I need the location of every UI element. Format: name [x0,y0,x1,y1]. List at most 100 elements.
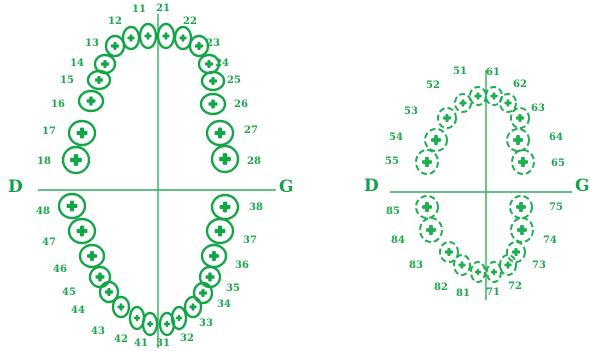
primary-teeth-chart: D G 515253545561626364658182838485717273… [364,66,590,300]
tooth-number-74: 74 [543,235,557,246]
tooth-number-44: 44 [71,305,85,316]
tooth-fissure [477,269,479,275]
permanent-teeth-chart: D G 111213141516171821222324252627284142… [8,3,294,349]
tooth-fissure [519,202,523,212]
tooth-number-14: 14 [70,58,84,69]
permanent-tooth-numbers: 1112131415161718212223242526272841424344… [36,3,263,349]
tooth-12 [123,27,139,49]
tooth-fissure [113,42,116,50]
tooth-number-15: 15 [60,75,74,86]
tooth-number-48: 48 [36,206,50,217]
tooth-number-34: 34 [217,299,231,310]
tooth-37 [207,219,233,243]
tooth-fissure [207,60,210,68]
tooth-number-47: 47 [42,237,56,248]
tooth-fissure [70,201,74,212]
tooth-44 [100,282,118,302]
tooth-fissure [80,226,84,237]
tooth-number-61: 61 [486,67,500,78]
tooth-fissure [136,315,138,321]
tooth-fissure [166,321,168,327]
tooth-28 [212,146,238,172]
tooth-36 [202,245,226,267]
tooth-number-18: 18 [37,156,51,167]
tooth-fissure [197,42,200,50]
tooth-25 [202,72,224,90]
tooth-number-71: 71 [486,287,500,298]
permanent-left-label: D [8,177,23,197]
tooth-number-73: 73 [532,260,546,271]
tooth-fissure [178,315,180,321]
tooth-fissure [218,226,222,237]
tooth-fissure [147,32,150,39]
tooth-fissure [208,273,212,282]
tooth-35 [200,267,220,287]
tooth-fissure [461,261,464,268]
tooth-number-45: 45 [62,287,76,298]
tooth-45 [90,267,110,287]
tooth-fissure [80,128,84,139]
tooth-number-46: 46 [53,264,67,275]
tooth-fissure [90,251,94,261]
tooth-number-72: 72 [508,281,522,292]
tooth-number-28: 28 [247,156,261,167]
tooth-83 [440,242,458,262]
tooth-fissure [211,77,214,85]
tooth-number-38: 38 [249,202,263,213]
tooth-fissure [107,288,110,296]
tooth-number-37: 37 [243,235,257,246]
tooth-fissure [507,99,510,106]
tooth-48 [59,194,85,218]
primary-teeth [416,87,534,282]
tooth-number-63: 63 [531,103,545,114]
tooth-fissure [103,60,106,68]
tooth-number-12: 12 [108,16,122,27]
tooth-46 [80,245,104,267]
tooth-63 [511,108,529,128]
tooth-42 [130,307,144,329]
tooth-fissure [447,248,450,256]
tooth-number-42: 42 [114,334,128,345]
primary-right-label: G [575,176,590,196]
tooth-52 [455,94,471,112]
tooth-number-43: 43 [91,326,105,337]
tooth-number-31: 31 [156,338,170,349]
tooth-number-33: 33 [199,318,213,329]
tooth-number-13: 13 [85,38,99,49]
tooth-55 [416,150,438,174]
tooth-number-53: 53 [404,106,418,117]
tooth-fissure [516,135,520,145]
permanent-teeth [59,24,238,335]
tooth-fissure [98,273,102,282]
tooth-number-35: 35 [226,283,240,294]
tooth-number-17: 17 [42,126,56,137]
tooth-fissure [518,114,521,122]
tooth-fissure [507,261,510,268]
tooth-number-54: 54 [389,132,403,143]
tooth-number-36: 36 [235,260,249,271]
tooth-number-32: 32 [180,333,194,344]
tooth-number-55: 55 [385,156,399,167]
tooth-26 [201,94,225,114]
tooth-85 [416,196,438,218]
tooth-fissure [521,157,525,167]
tooth-number-51: 51 [453,66,467,77]
tooth-fissure [182,34,185,41]
tooth-38 [212,195,238,219]
tooth-number-27: 27 [244,125,258,136]
tooth-fissure [89,97,93,106]
tooth-81 [471,262,485,282]
tooth-number-16: 16 [51,99,65,110]
tooth-fissure [425,157,429,167]
tooth-number-41: 41 [134,338,148,349]
tooth-fissure [149,321,151,327]
tooth-fissure [223,153,228,165]
tooth-fissure [165,32,168,39]
tooth-21 [158,24,174,48]
tooth-54 [425,129,447,151]
tooth-74 [511,218,533,242]
tooth-18 [63,147,89,173]
permanent-right-label: G [279,177,294,197]
tooth-fissure [74,154,79,166]
tooth-number-22: 22 [183,16,197,27]
